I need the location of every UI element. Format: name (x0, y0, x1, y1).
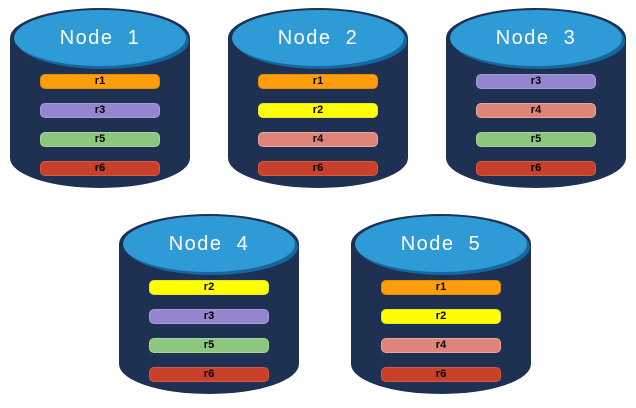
bottom-row: Node 4 r2 r3 r5 r6 Node 5 r1 r2 r4 r6 (14, 214, 636, 394)
cylinder-top-ellipse: Node 5 (355, 216, 527, 272)
top-row: Node 1 r1 r3 r5 r6 Node 2 r1 r2 r4 r6 Node 3 r… (0, 0, 636, 188)
replica-bar-r2: r2 (149, 280, 269, 295)
replica-list: r1 r2 r4 r6 (381, 280, 501, 382)
node-title: Node 3 (495, 26, 577, 49)
replica-label: r1 (94, 75, 106, 87)
replica-bar-r5: r5 (40, 132, 160, 147)
replica-label: r4 (435, 339, 447, 351)
replica-label: r2 (435, 310, 447, 322)
replica-label: r1 (312, 75, 324, 87)
replica-bar-r3: r3 (40, 103, 160, 118)
replica-bar-r2: r2 (381, 309, 501, 324)
replica-label: r2 (203, 281, 215, 293)
db-node-5: Node 5 r1 r2 r4 r6 (351, 214, 531, 394)
replica-label: r6 (94, 162, 106, 174)
replica-bar-r1: r1 (258, 74, 378, 89)
db-node-3: Node 3 r3 r4 r5 r6 (446, 8, 626, 188)
replica-bar-r6: r6 (149, 367, 269, 382)
replica-bar-r5: r5 (476, 132, 596, 147)
replica-label: r4 (530, 104, 542, 116)
replica-bar-r2: r2 (258, 103, 378, 118)
node-title: Node 4 (168, 232, 250, 255)
db-node-2: Node 2 r1 r2 r4 r6 (228, 8, 408, 188)
replica-bar-r4: r4 (476, 103, 596, 118)
node-title: Node 5 (400, 232, 482, 255)
replica-label: r5 (203, 339, 215, 351)
replica-label: r3 (203, 310, 215, 322)
node-title: Node 2 (277, 26, 359, 49)
db-node-4: Node 4 r2 r3 r5 r6 (119, 214, 299, 394)
replica-bar-r4: r4 (381, 338, 501, 353)
cylinder-top-ellipse: Node 2 (232, 10, 404, 66)
replica-label: r3 (94, 104, 106, 116)
replica-bar-r1: r1 (381, 280, 501, 295)
replica-label: r4 (312, 133, 324, 145)
replica-bar-r6: r6 (40, 161, 160, 176)
replica-bar-r6: r6 (476, 161, 596, 176)
replica-list: r3 r4 r5 r6 (476, 74, 596, 176)
replica-label: r5 (94, 133, 106, 145)
replica-bar-r3: r3 (476, 74, 596, 89)
replica-label: r1 (435, 281, 447, 293)
replica-bar-r4: r4 (258, 132, 378, 147)
replica-bar-r1: r1 (40, 74, 160, 89)
replica-label: r6 (435, 368, 447, 380)
cylinder-top-ellipse: Node 1 (14, 10, 186, 66)
replica-list: r1 r3 r5 r6 (40, 74, 160, 176)
node-title: Node 1 (59, 26, 141, 49)
replica-list: r1 r2 r4 r6 (258, 74, 378, 176)
replica-bar-r6: r6 (381, 367, 501, 382)
replica-bar-r3: r3 (149, 309, 269, 324)
cylinder-top-ellipse: Node 4 (123, 216, 295, 272)
replica-bar-r5: r5 (149, 338, 269, 353)
replica-list: r2 r3 r5 r6 (149, 280, 269, 382)
db-node-1: Node 1 r1 r3 r5 r6 (10, 8, 190, 188)
replica-label: r6 (203, 368, 215, 380)
replica-bar-r6: r6 (258, 161, 378, 176)
replica-label: r6 (530, 162, 542, 174)
replica-label: r2 (312, 104, 324, 116)
replica-label: r6 (312, 162, 324, 174)
replica-label: r5 (530, 133, 542, 145)
cylinder-top-ellipse: Node 3 (450, 10, 622, 66)
replica-label: r3 (530, 75, 542, 87)
